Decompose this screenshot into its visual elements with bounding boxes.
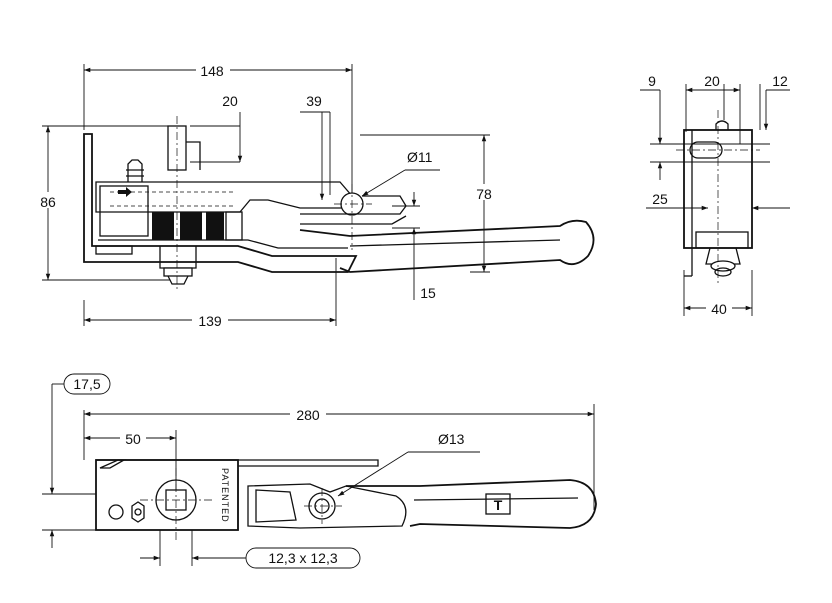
dim-top-pin-diameter: Ø13 <box>438 431 465 447</box>
dim-pivot-offset: 39 <box>306 93 322 109</box>
dim-handle-height: 78 <box>476 186 492 202</box>
latch-side-part <box>83 116 595 290</box>
dim-base-length: 139 <box>198 313 222 329</box>
logo-mark: T <box>494 497 503 513</box>
dim-edge-offset: 17,5 <box>73 376 100 392</box>
dim-end-width: 40 <box>711 301 727 317</box>
dim-pin-diameter: Ø11 <box>407 149 433 165</box>
top-view: 17,5 280 50 Ø13 12,3 x 12,3 <box>42 373 597 569</box>
dim-right-offset: 12 <box>772 73 788 89</box>
dim-overall-length: 280 <box>296 407 320 423</box>
dim-slot-offset: 9 <box>648 73 656 89</box>
dim-overall-height: 86 <box>40 194 56 210</box>
dim-slot-width: 20 <box>704 73 720 89</box>
dim-overall-width: 148 <box>200 63 224 79</box>
end-view: 9 20 12 25 40 <box>640 73 790 317</box>
dim-hole-spacing: 50 <box>125 431 141 447</box>
latch-end-part <box>676 110 760 286</box>
dim-square-hole: 12,3 x 12,3 <box>268 550 337 566</box>
side-view: 148 20 39 Ø11 86 78 139 15 <box>34 62 595 329</box>
dim-top-offset: 20 <box>222 93 238 109</box>
latch-top-part: PATENTED T <box>95 459 597 540</box>
dim-bottom-offset: 15 <box>420 285 436 301</box>
patented-stamp: PATENTED <box>220 468 230 523</box>
dim-mid-height: 25 <box>652 191 668 207</box>
